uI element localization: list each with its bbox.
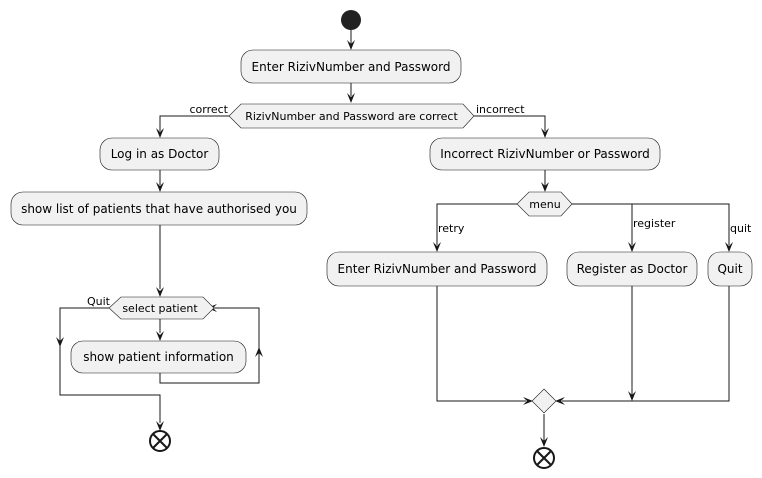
decision-check-credentials: RizivNumber and Password are correct xyxy=(228,103,475,129)
arrowhead-down xyxy=(156,331,164,341)
activity-label: Enter RizivNumber and Password xyxy=(252,60,451,74)
activity-label: show patient information xyxy=(83,350,234,364)
activity-incorrect-credentials: Incorrect RizivNumber or Password xyxy=(429,137,661,171)
arrowhead-down xyxy=(541,182,549,192)
activity-quit: Quit xyxy=(707,251,753,287)
arrowhead-up xyxy=(255,347,263,357)
activity-login-doctor: Log in as Doctor xyxy=(99,137,220,171)
arrowhead-left xyxy=(555,397,565,405)
decision-select-patient: select patient xyxy=(108,296,215,320)
decision-label: RizivNumber and Password are correct xyxy=(245,110,458,123)
arrowhead-down xyxy=(156,421,164,431)
arrowhead-down xyxy=(433,242,441,252)
arrowhead-down xyxy=(628,391,636,401)
activity-label: Register as Doctor xyxy=(577,262,688,276)
arrowhead-down xyxy=(725,242,733,252)
activity-label: Quit xyxy=(717,262,742,276)
merge-node xyxy=(531,388,557,414)
end-node xyxy=(533,447,555,469)
edge-label-incorrect: incorrect xyxy=(476,103,525,116)
arrowheads xyxy=(56,40,733,447)
arrowhead-down xyxy=(347,93,355,103)
edge-label-loop-quit: Quit xyxy=(87,295,111,308)
edges xyxy=(59,30,730,441)
activity-label: Log in as Doctor xyxy=(111,147,209,161)
decision-menu: menu xyxy=(516,191,573,217)
arrowhead-down xyxy=(156,287,164,297)
arrowhead-down xyxy=(540,437,548,447)
activity-retry-enter-credentials: Enter RizivNumber and Password xyxy=(326,251,548,287)
edge-label-register: register xyxy=(633,217,676,230)
end-node xyxy=(149,430,171,452)
edge-label-quit: quit xyxy=(730,222,752,235)
arrowhead-down xyxy=(56,337,64,347)
activity-label: show list of patients that have authoris… xyxy=(21,202,297,216)
activity-show-patient-list: show list of patients that have authoris… xyxy=(10,191,308,226)
edge-label-retry: retry xyxy=(438,222,465,235)
arrowhead-down xyxy=(628,242,636,252)
arrowhead-down xyxy=(156,182,164,192)
activity-label: Enter RizivNumber and Password xyxy=(338,262,537,276)
edge-label-correct: correct xyxy=(189,103,228,116)
activity-show-patient-info: show patient information xyxy=(70,340,247,374)
activity-enter-credentials: Enter RizivNumber and Password xyxy=(240,49,462,84)
start-node xyxy=(341,10,361,30)
arrowhead-down xyxy=(541,128,549,138)
arrowhead-down xyxy=(156,128,164,138)
decision-label: select patient xyxy=(122,302,198,315)
activity-label: Incorrect RizivNumber or Password xyxy=(440,147,650,161)
activity-register-doctor: Register as Doctor xyxy=(566,251,698,287)
arrowhead-down xyxy=(347,40,355,50)
decision-label: menu xyxy=(529,198,560,211)
arrowhead-right xyxy=(523,397,533,405)
